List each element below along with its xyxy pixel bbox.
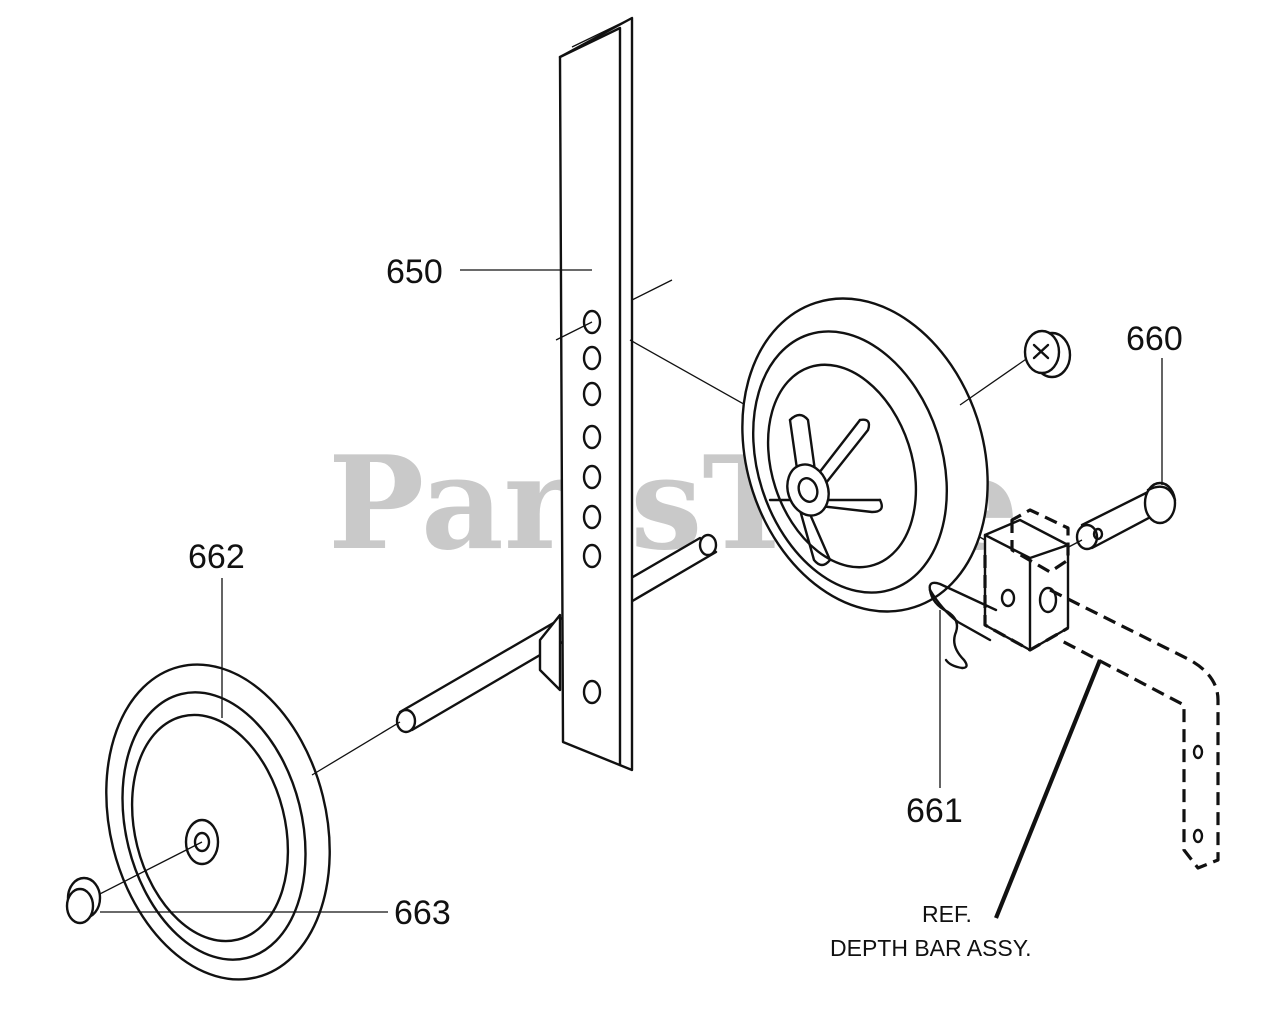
callout-labels: 650 660 661 662 663 REF. DEPTH BAR ASSY. [188, 253, 1183, 961]
adjustment-holes [582, 309, 602, 705]
part-661-hair-pin [928, 581, 998, 670]
part-663-cap-nut [65, 876, 102, 925]
depth-bar-arm [1038, 586, 1220, 870]
callout-662: 662 [188, 538, 245, 576]
cap-nut-right [1023, 329, 1072, 379]
leader-cap-to-hub [87, 841, 203, 901]
depth-bar-bracket [983, 508, 1070, 652]
part-662-wheel [105, 663, 331, 981]
right-wheel [741, 297, 989, 613]
leader-wheel-to-cap [959, 354, 1033, 406]
part-650-depth-bar [538, 16, 673, 772]
leader-wheel-to-axle [311, 721, 401, 776]
callout-663: 663 [394, 894, 451, 932]
reference-label-line2: DEPTH BAR ASSY. [830, 935, 1032, 961]
callout-661: 661 [906, 792, 963, 830]
wheel-spokes [768, 413, 883, 567]
callout-660: 660 [1126, 320, 1183, 358]
part-660-clevis-pin [1075, 481, 1177, 551]
callout-leaders [100, 269, 1163, 919]
reference-label-line1: REF. [922, 901, 972, 927]
callout-650: 650 [386, 253, 443, 291]
